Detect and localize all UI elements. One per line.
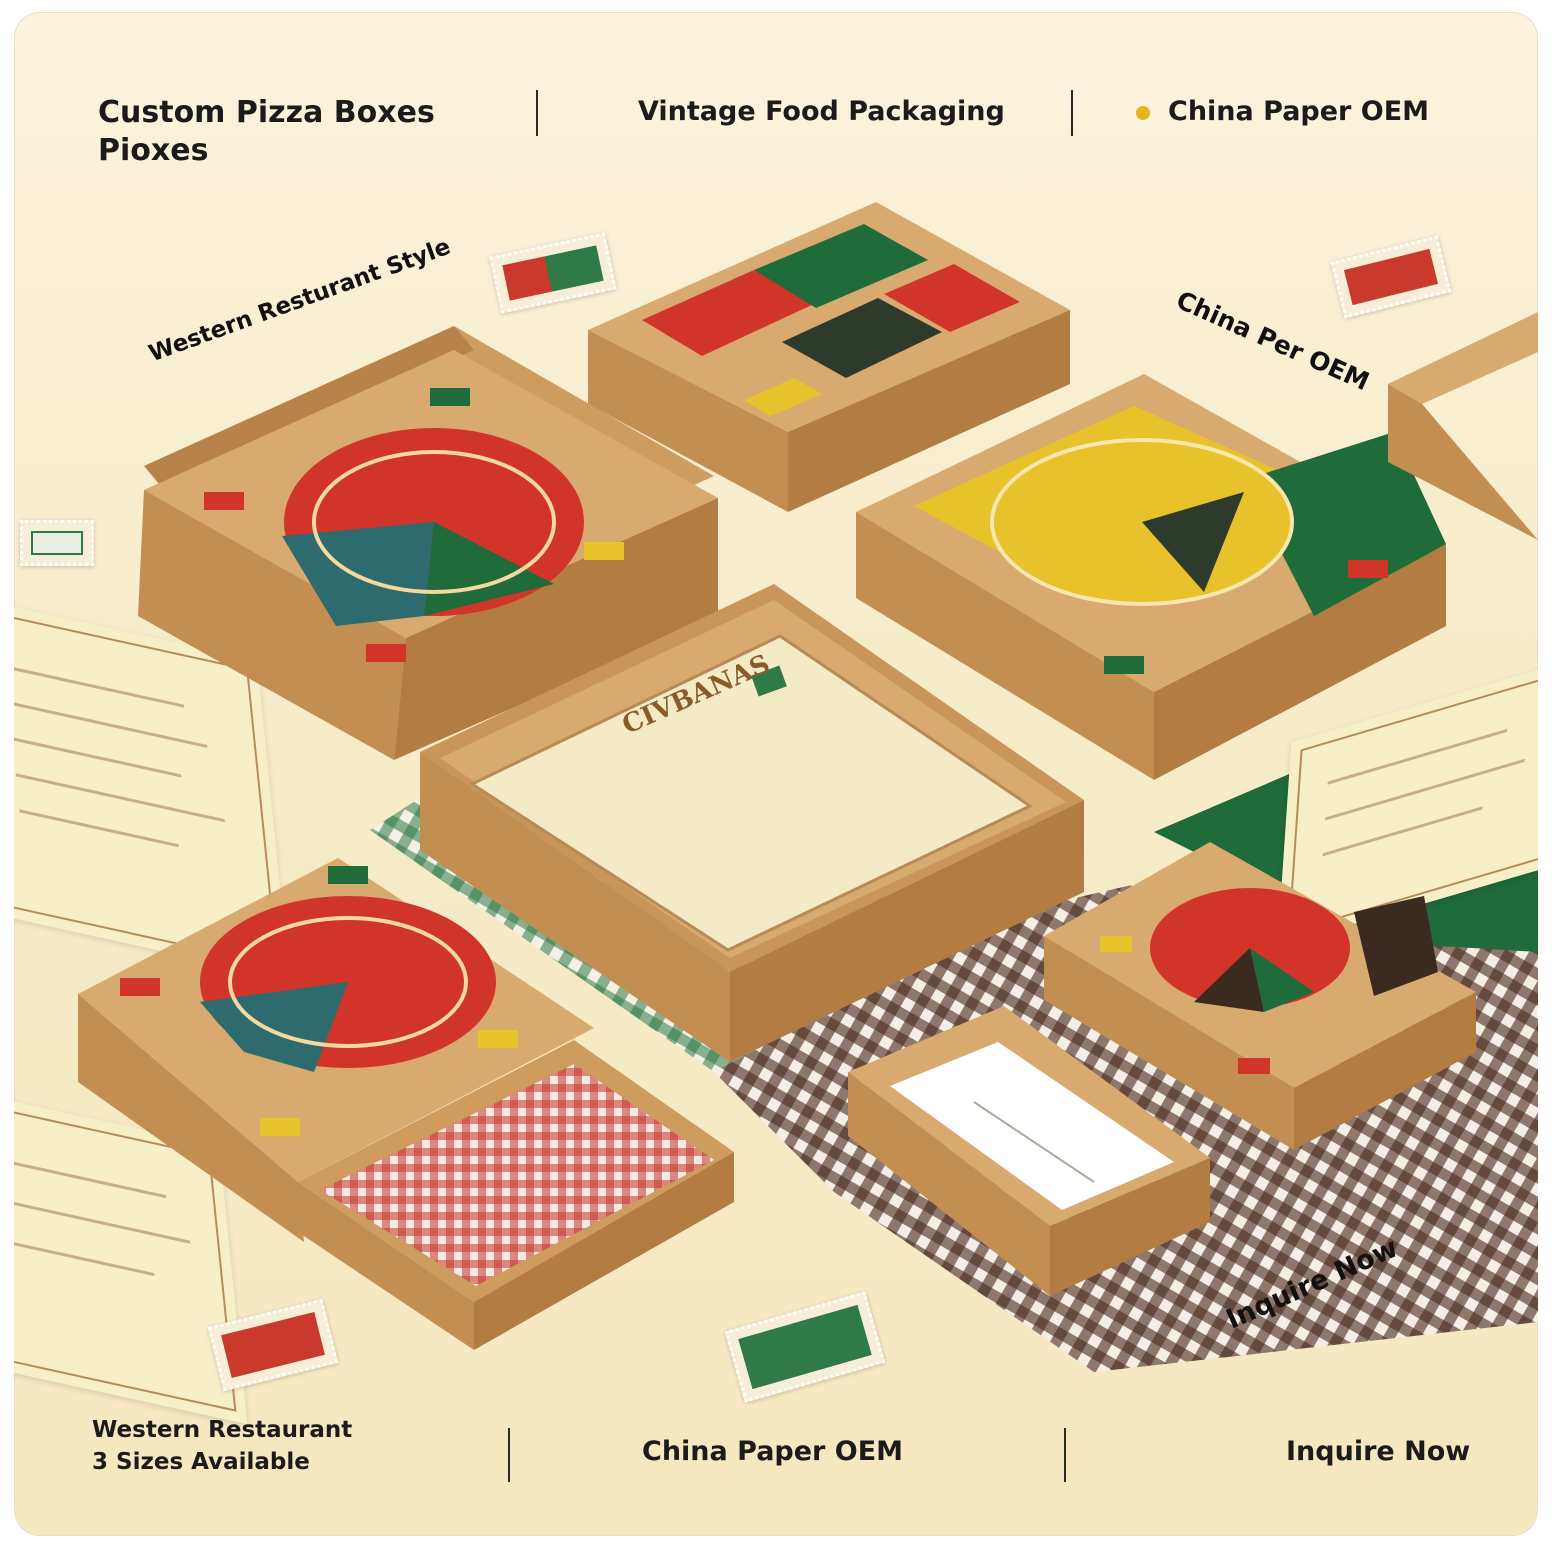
pizza-box-far-right	[1388, 312, 1538, 540]
pizza-box-top-center	[588, 202, 1070, 512]
header-title-line2: Pioxes	[98, 133, 209, 168]
header-center-text: Vintage Food Packaging	[638, 96, 1005, 127]
header-divider-right	[1071, 90, 1073, 136]
header-bullet-dot	[1136, 106, 1150, 120]
pizza-box-bottom-left	[78, 858, 734, 1350]
footer-divider-left	[508, 1428, 510, 1482]
pizza-box-top-left	[138, 326, 718, 760]
footer-divider-right	[1064, 1428, 1066, 1482]
footer-left-line1: Western Restaurant	[92, 1417, 353, 1443]
stamp-green-left	[20, 520, 94, 566]
header-right-text: China Paper OEM	[1168, 96, 1430, 127]
pizza-box-bottom-right	[1044, 842, 1476, 1150]
product-banner: Custom Pizza Boxes Pioxes Vintage Food P…	[14, 12, 1538, 1536]
footer-left-line2: 3 Sizes Available	[92, 1449, 310, 1475]
pizza-box-bottom-center	[848, 1006, 1210, 1296]
footer-left: Western Restaurant 3 Sizes Available	[92, 1414, 352, 1478]
header-divider-left	[536, 90, 538, 136]
pizza-box-center	[420, 584, 1084, 1062]
footer-center: China Paper OEM	[642, 1436, 904, 1467]
header-title-line1: Custom Pizza Boxes	[98, 95, 435, 130]
footer-right-cta[interactable]: Inquire Now	[1286, 1436, 1471, 1467]
header-title: Custom Pizza Boxes Pioxes	[98, 94, 435, 170]
pizza-box-right	[856, 374, 1446, 780]
